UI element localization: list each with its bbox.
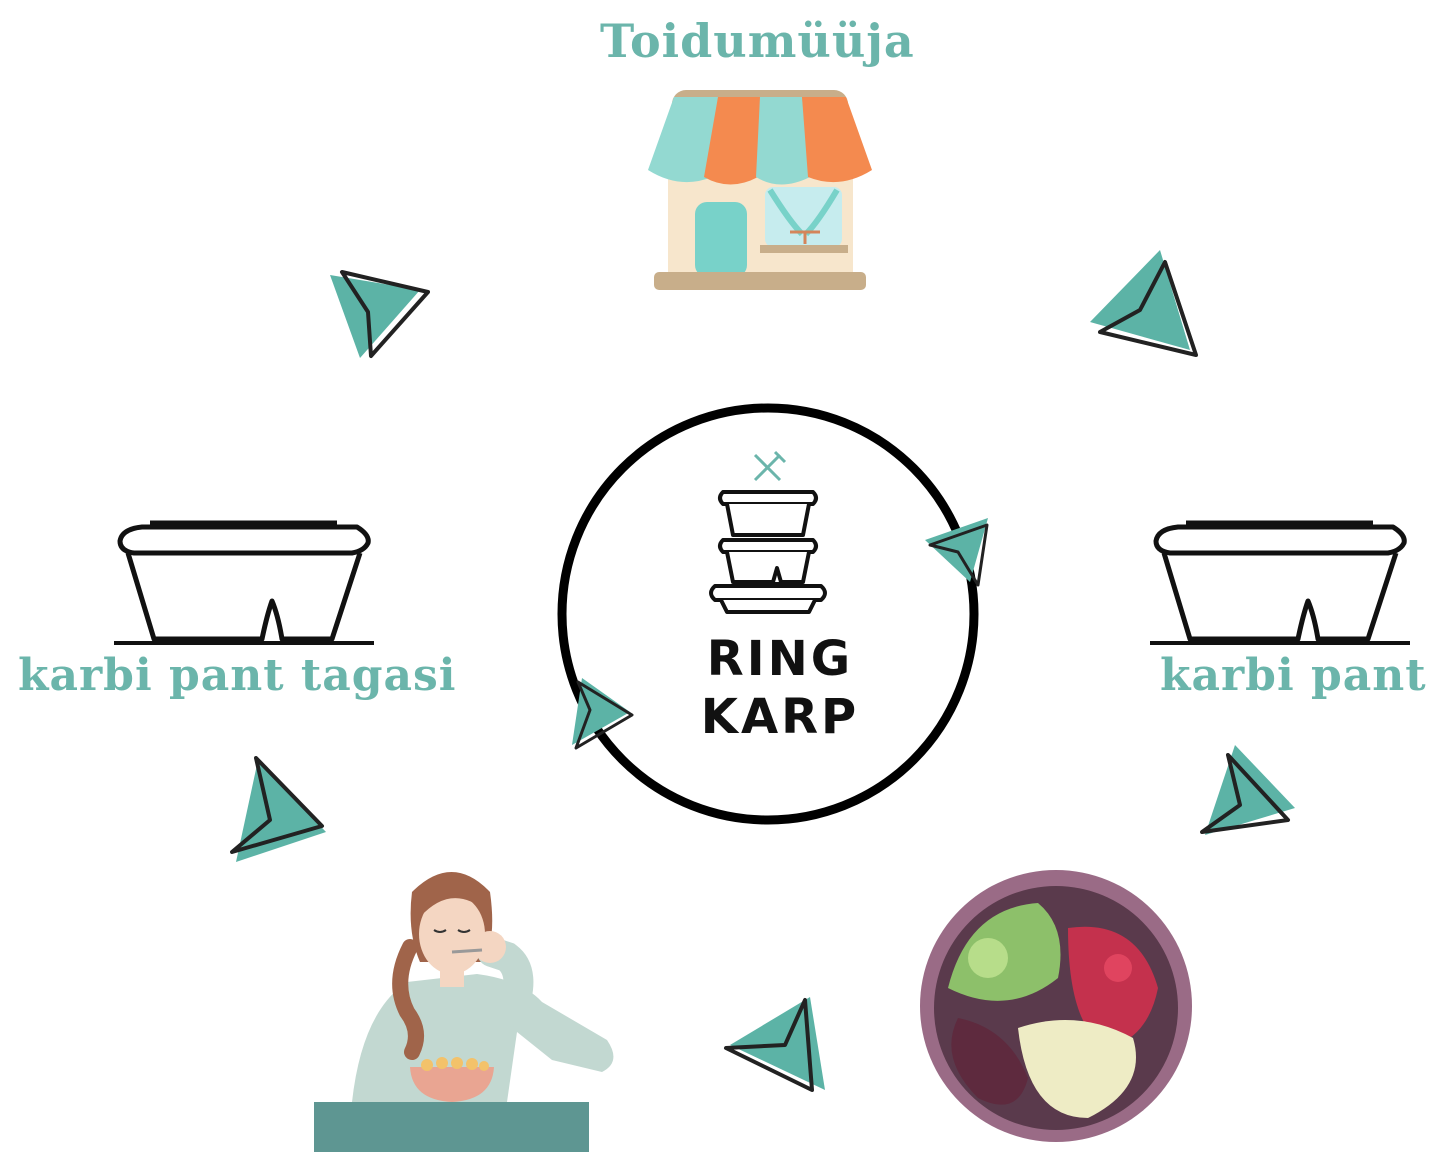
- arrow-bottom-icon: [724, 997, 825, 1092]
- food-container-left-icon: [114, 520, 374, 645]
- arrow-left-icon: [230, 756, 326, 862]
- shop-icon: [648, 90, 872, 290]
- ring-arrow-right-icon: [925, 518, 989, 587]
- salad-bowl-icon: [920, 870, 1192, 1142]
- logo-line-1: RING: [706, 631, 854, 687]
- arrow-top-right-icon: [1090, 250, 1198, 357]
- arrow-right-icon: [1200, 745, 1295, 835]
- ring-arrow-left-icon: [572, 678, 634, 750]
- ring-karp-logo: [557, 403, 979, 825]
- vendor-label: Toidumüüja: [600, 14, 915, 68]
- woman-eating-icon: [314, 872, 614, 1152]
- logo-text: RING KARP: [660, 630, 900, 746]
- stacked-containers-icon: [709, 490, 827, 614]
- arrow-top-left-icon: [330, 270, 430, 358]
- food-container-right-icon: [1150, 520, 1410, 645]
- container-deposit-label: karbi pant: [1160, 650, 1427, 701]
- logo-line-2: KARP: [700, 689, 860, 745]
- cutlery-icon: [753, 450, 787, 482]
- deposit-return-label: karbi pant tagasi: [18, 650, 457, 701]
